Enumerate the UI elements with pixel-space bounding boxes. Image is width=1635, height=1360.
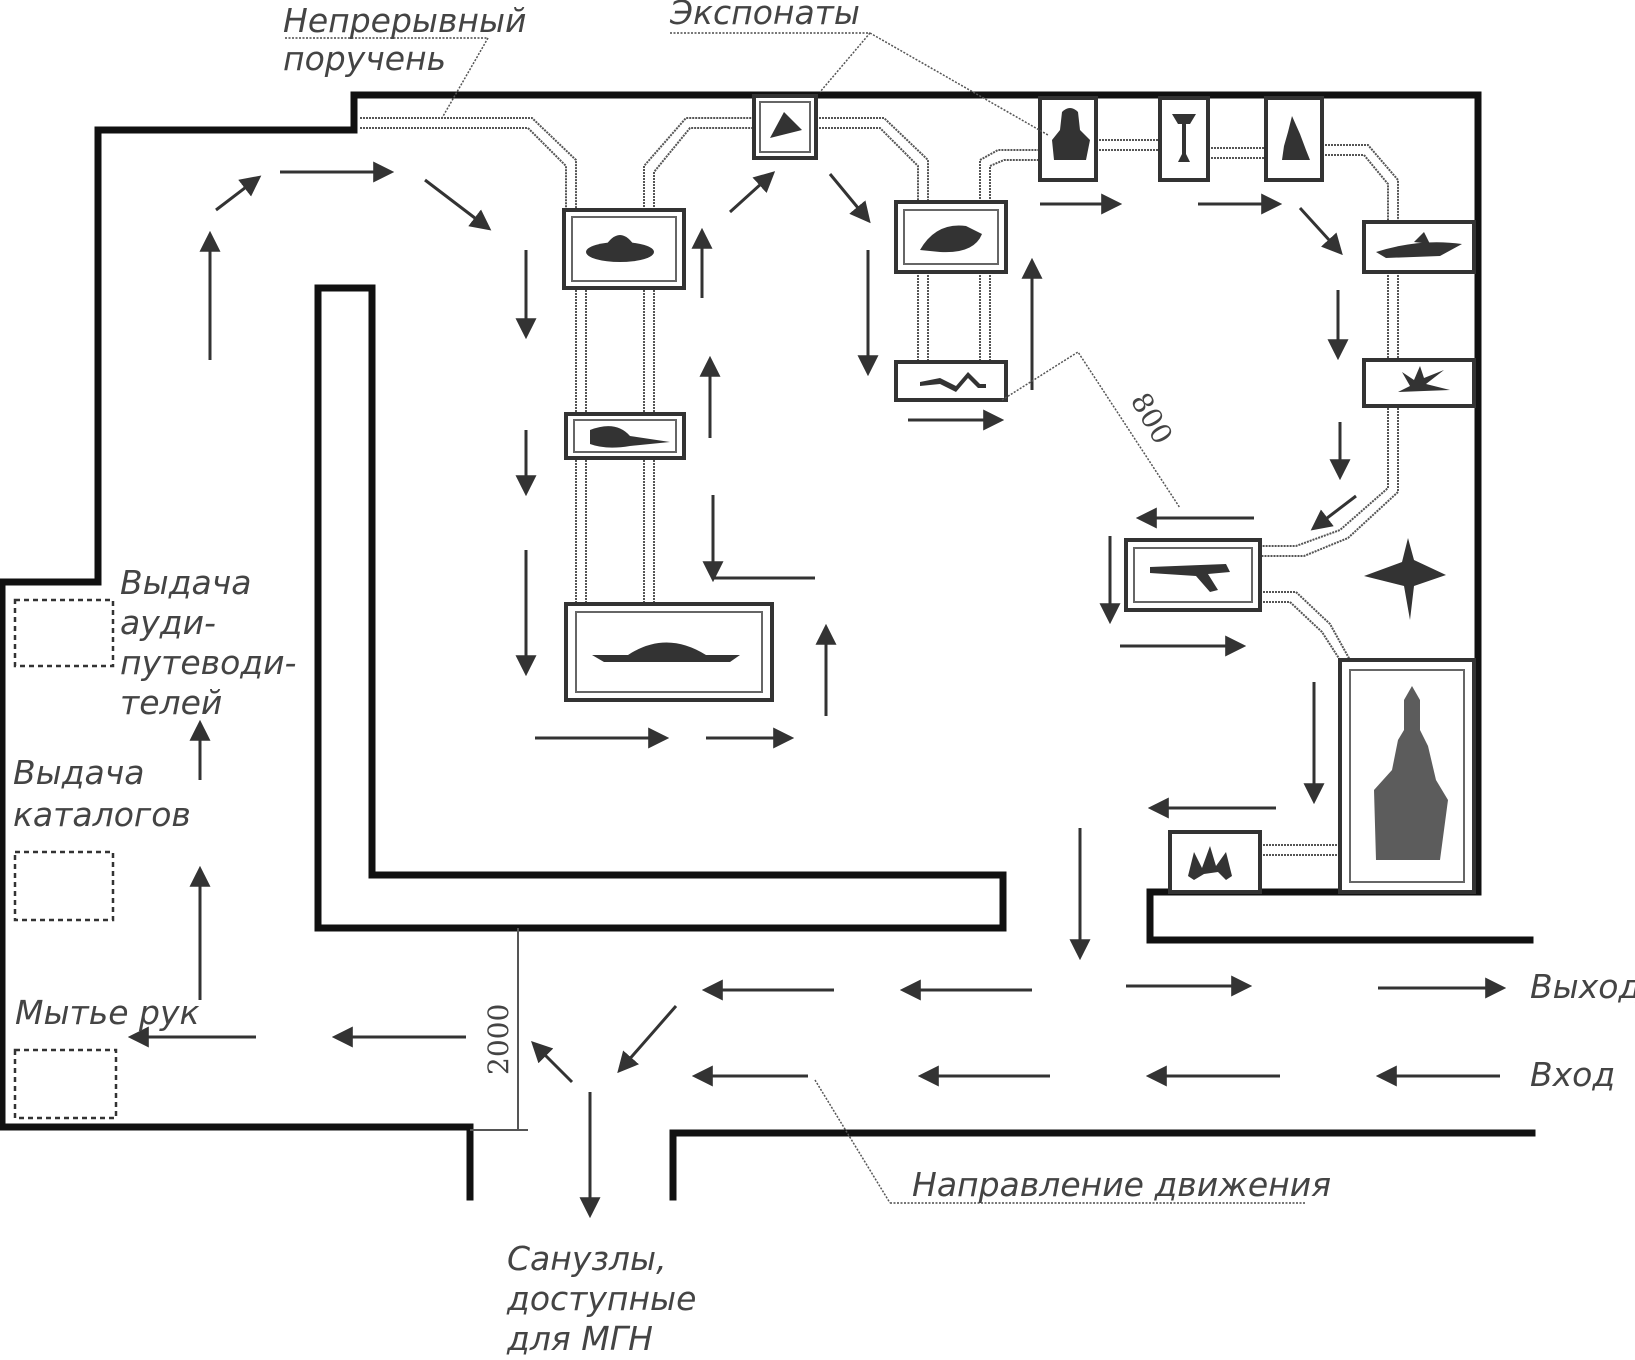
fish-icon — [590, 426, 670, 448]
chalice-icon — [1172, 114, 1196, 162]
exhibit-case-weapon — [1124, 538, 1262, 612]
direction-arrow — [215, 175, 262, 212]
exhibit-case-boat — [1362, 220, 1476, 274]
handrail-label: Непрерывный поручень — [283, 1, 537, 78]
direction-arrow — [1298, 206, 1343, 256]
outer-wall-north-west — [0, 91, 1482, 896]
exhibit-case-fish — [564, 412, 686, 460]
weapon-icon — [1150, 564, 1230, 592]
direction-arrows — [127, 161, 1507, 1219]
exhibit-case-bowl — [562, 208, 686, 290]
exit-corridor-upper-wall — [1146, 888, 1534, 944]
catalog-desk — [13, 850, 115, 922]
service-zones — [13, 598, 118, 1120]
exit-label: Выход — [1530, 967, 1635, 1006]
church-tower-icon — [1374, 686, 1448, 860]
cross-ornament-icon — [1364, 538, 1446, 620]
direction-path-elbow — [711, 498, 815, 580]
dimension-800-label: 800 — [1124, 387, 1179, 450]
exhibit-cross-ornament — [1364, 538, 1446, 620]
movement-direction-label: Направление движения — [912, 1165, 1331, 1204]
exhibits-label: Экспонаты — [669, 0, 860, 32]
outer-wall-south-east — [669, 1129, 1536, 1201]
exhibit-case-knight — [1038, 96, 1098, 182]
catalogs-label: Выдача каталогов — [13, 753, 191, 834]
exhibit-case-ship — [564, 602, 774, 702]
direction-arrow — [617, 1005, 678, 1074]
text-labels: Непрерывный поручень Экспонаты Выдача ау… — [13, 0, 1635, 1358]
restrooms-label: Санузлы, доступные для МГН — [506, 1239, 707, 1358]
rider-icon — [920, 225, 982, 253]
candelabra-icon — [1188, 846, 1232, 880]
direction-arrow — [531, 1041, 574, 1084]
inner-partition-wall — [314, 284, 1007, 932]
exhibit-case-plant — [1362, 358, 1476, 408]
audio-guide-desk — [13, 598, 115, 668]
boat-icon — [1376, 232, 1462, 258]
figurine-icon — [1282, 116, 1310, 160]
hand-washing-zone — [13, 1048, 118, 1120]
continuous-handrail — [360, 117, 1399, 856]
plant-icon — [1398, 366, 1450, 392]
exhibit-cases — [562, 94, 1476, 894]
hand-washing-label: Мытье рук — [15, 993, 199, 1032]
dimension-2000: 2000 — [470, 928, 528, 1131]
vessel-icon — [770, 112, 802, 138]
dimension-2000-label: 2000 — [482, 1004, 515, 1075]
exhibit-case-chalice — [1158, 96, 1210, 182]
exhibit-case-candelabra — [1168, 830, 1262, 894]
exhibit-case-vessel — [752, 94, 818, 160]
direction-arrow — [424, 178, 492, 231]
ship-icon — [592, 642, 740, 662]
bowl-icon — [586, 235, 654, 262]
walls — [0, 91, 1536, 1201]
snake-icon — [920, 372, 986, 392]
audio-guides-label: Выдача ауди- путеводи- телей — [120, 563, 307, 722]
direction-arrow — [1310, 494, 1357, 531]
knight-icon — [1052, 108, 1090, 160]
exhibit-case-church-tower — [1338, 658, 1476, 894]
entrance-label: Вход — [1530, 1055, 1615, 1094]
outer-wall-south-west — [0, 578, 474, 1201]
dimension-800: 800 — [1001, 350, 1181, 509]
direction-arrow — [828, 173, 871, 224]
exhibit-case-figurine — [1264, 96, 1324, 182]
direction-arrow — [728, 171, 776, 214]
exhibit-case-snake — [894, 360, 1008, 402]
exhibit-case-rider — [894, 200, 1008, 274]
leader-lines — [285, 32, 1305, 1204]
